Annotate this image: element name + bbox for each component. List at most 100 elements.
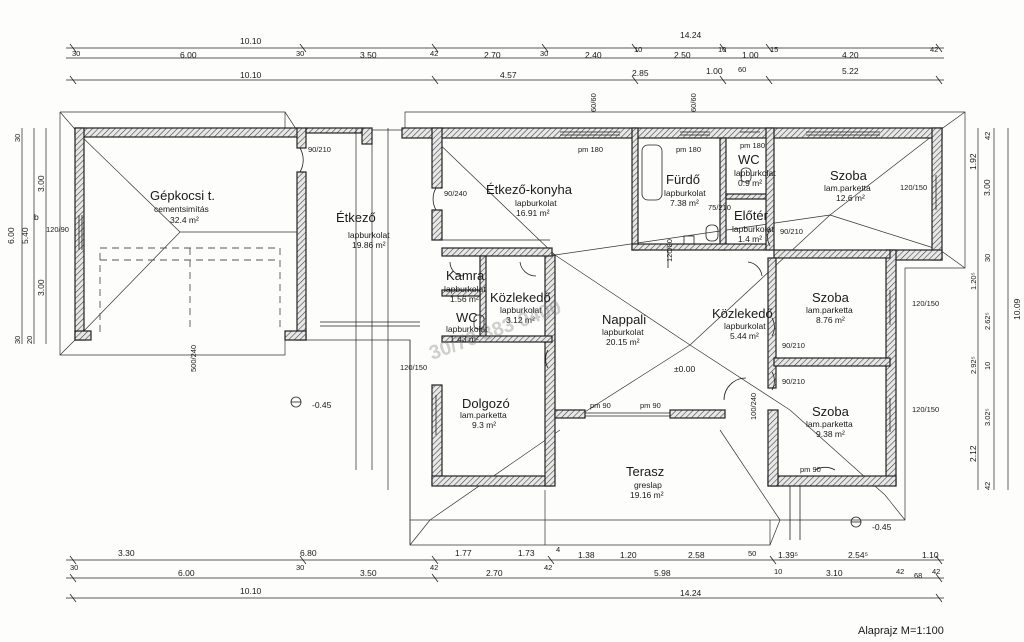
room-floor: lapburkolat [500, 305, 542, 315]
room-area: 19.16 m² [630, 490, 664, 500]
window-label: pm 90 [800, 465, 821, 474]
dim-text: 1.10 [922, 550, 939, 560]
elevation-label: ±0.00 [674, 364, 695, 374]
elevation-label: -0.45 [312, 400, 332, 410]
dim-text: 2.54⁵ [848, 550, 868, 560]
room-name: Nappali [602, 312, 646, 327]
room-floor: lapburkolat [664, 188, 706, 198]
dim-text: 30 [296, 49, 304, 58]
openings [78, 131, 937, 540]
dim-text: 10.09 [1012, 298, 1022, 320]
dim-text: 1.00 [706, 66, 723, 76]
dim-text: 6.80 [300, 548, 317, 558]
room-kozlekedo-2: Közlekedő lapburkolat 5.44 m² [712, 306, 773, 341]
dim-text: 42 [896, 567, 904, 576]
room-floor: lapburkolat [724, 321, 766, 331]
room-floor: lam.parketta [806, 419, 853, 429]
window-label: 60/60 [689, 93, 698, 112]
dim-text: 4.57 [500, 70, 517, 80]
room-area: 20.15 m² [606, 337, 640, 347]
room-name: Fürdő [666, 172, 700, 187]
room-area: 9.38 m² [816, 429, 845, 439]
window-label: pm 90 [640, 401, 661, 410]
dim-text: 50 [748, 549, 756, 558]
room-area: 5.44 m² [730, 331, 759, 341]
roof-outline [59, 111, 966, 546]
door-label: 90/240 [444, 189, 467, 198]
room-name: Étkező [336, 210, 376, 225]
room-floor: cementsimítás [154, 204, 209, 214]
room-floor: lapburkolat [348, 230, 390, 240]
dim-text: 3.10 [826, 568, 843, 578]
room-name: Gépkocsi t. [150, 188, 215, 203]
room-name: Kamra [446, 268, 485, 283]
top-dimensions: 10.10 14.24 30 6.00 30 3.50 42 2.70 30 2… [72, 30, 938, 80]
dim-text: 6.00 [180, 50, 197, 60]
door-label: 90/210 [782, 341, 805, 350]
dim-text: 1.38 [578, 550, 595, 560]
room-nappali: Nappali lapburkolat 20.15 m² [602, 312, 646, 347]
dim-text: 1.20⁵ [969, 272, 978, 290]
dim-text: 10 [774, 567, 782, 576]
room-szoba-1: Szoba lam.parketta 12.6 m² [824, 168, 871, 203]
room-area: 19.86 m² [352, 240, 386, 250]
door-label: 75/210 [708, 203, 731, 212]
dim-text: 2.58 [688, 550, 705, 560]
garage-door-label: 500/240 [189, 345, 198, 372]
dim-text: 10 [983, 362, 992, 370]
room-szoba-2: Szoba lam.parketta 8.76 m² [806, 290, 853, 325]
room-name: Előtér [734, 208, 769, 223]
room-floor: lapburkolat [732, 224, 774, 234]
dim-text: 3.02⁵ [983, 408, 992, 426]
dim-text: 2.70 [486, 568, 503, 578]
dim-text: 3.00 [36, 279, 46, 296]
walls [74, 127, 943, 487]
room-name: Szoba [812, 290, 850, 305]
room-kozlekedo-1: Közlekedő lapburkolat 3.12 m² [490, 290, 551, 325]
room-dolgozo: Dolgozó lam.parketta 9.3 m² [460, 396, 510, 430]
room-area: 3.12 m² [506, 315, 535, 325]
dim-text: 2.50 [674, 50, 691, 60]
dim-text: 30 [70, 563, 78, 572]
room-etkezo-konyha: Étkező-konyha lapburkolat 16.91 m² [486, 182, 573, 218]
left-dimensions: 30 3.00 6.00 5.40 b 3.00 30 20 [6, 134, 46, 344]
room-floor: lapburkolat [602, 327, 644, 337]
window-label: pm 180 [740, 141, 765, 150]
dim-text: 1.00 [742, 50, 759, 60]
room-name: Közlekedő [490, 290, 551, 305]
room-floor: lam.parketta [806, 305, 853, 315]
dim-text: 1.77 [455, 548, 472, 558]
dim-text: 42 [983, 482, 992, 490]
dim-text: 30 [296, 563, 304, 572]
dim-text: 10.10 [240, 586, 262, 596]
room-floor: lapburkolat [444, 284, 486, 294]
dim-text: 42 [983, 132, 992, 140]
room-name: Dolgozó [462, 396, 510, 411]
room-eloter: Előtér lapburkolat 1.4 m² [732, 208, 774, 244]
room-area: 8.76 m² [816, 315, 845, 325]
dim-text: 30 [72, 49, 80, 58]
room-area: 1.43 m² [450, 334, 479, 344]
dim-text: 10.10 [240, 70, 262, 80]
door-label: 90/210 [782, 377, 805, 386]
dim-text: 5.22 [842, 66, 859, 76]
dim-text: 3.30 [118, 548, 135, 558]
dim-text: 15 [770, 45, 778, 54]
dim-text: 2.62⁵ [983, 312, 992, 330]
dim-text: 1.39⁵ [778, 550, 798, 560]
dim-text: 1.20 [620, 550, 637, 560]
room-etkezo: Étkező lapburkolat 19.86 m² [336, 210, 390, 250]
dim-text: 2.12 [968, 445, 978, 462]
window-label: 120/90 [46, 225, 69, 234]
dim-text: 2.70 [484, 50, 501, 60]
room-area: 1.4 m² [738, 234, 762, 244]
dim-top-10-10: 10.10 [240, 36, 262, 46]
room-name: WC [456, 310, 478, 325]
window-label: pm 180 [676, 145, 701, 154]
opening-labels: pm 180 pm 180 pm 180 pm 90 pm 90 pm 90 9… [46, 93, 939, 474]
window-label: 120/150 [900, 183, 927, 192]
room-terasz: Terasz greslap 19.16 m² [626, 464, 664, 500]
room-area: 7.38 m² [670, 198, 699, 208]
